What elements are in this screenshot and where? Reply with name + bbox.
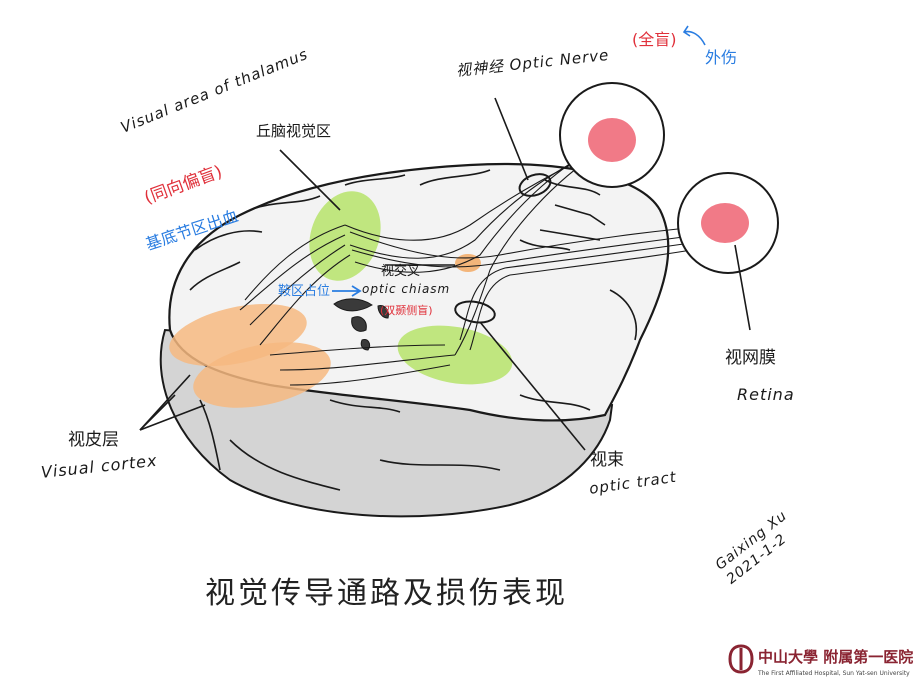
diagram-title: 视觉传导通路及损伤表现 (205, 576, 568, 611)
hospital-name-en: The First Affiliated Hospital, Sun Yat-s… (758, 670, 910, 677)
hospital-logo-icon (728, 644, 754, 674)
saddle-tumor-label: 鞍区占位 (278, 284, 331, 299)
optic-chiasm-label: optic chiasm (362, 282, 451, 296)
retina-label: Retina (737, 385, 795, 404)
cortex-region-lower (193, 342, 331, 408)
trauma-label: 外伤 (705, 48, 738, 67)
trauma-arrow (682, 25, 706, 46)
brainstem-section (333, 298, 389, 351)
thalamus-region-left (309, 191, 381, 281)
retina-cn-label: 视网膜 (725, 348, 776, 368)
bitemporal-label: (双颞侧盲) (380, 304, 433, 317)
hospital-logo: 中山大學 附属第一医院 The First Affiliated Hospita… (728, 640, 918, 686)
optic-tract-marker (454, 300, 496, 324)
cortex-cn-label: 视皮层 (68, 430, 119, 450)
hospital-name-cn: 中山大學 附属第一医院 (758, 648, 914, 666)
pointer-lines (139, 97, 751, 451)
saddle-arrow (332, 285, 362, 297)
right-retina (701, 203, 749, 243)
optic-nerve-marker (518, 173, 552, 197)
chiasm-cn-label: 视交叉 (381, 264, 421, 279)
lgn-cn-label: 丘脑视觉区 (256, 122, 332, 140)
tract-cn-label: 视束 (590, 450, 624, 470)
blindness-label: (全盲) (632, 30, 677, 49)
left-retina (588, 118, 636, 162)
